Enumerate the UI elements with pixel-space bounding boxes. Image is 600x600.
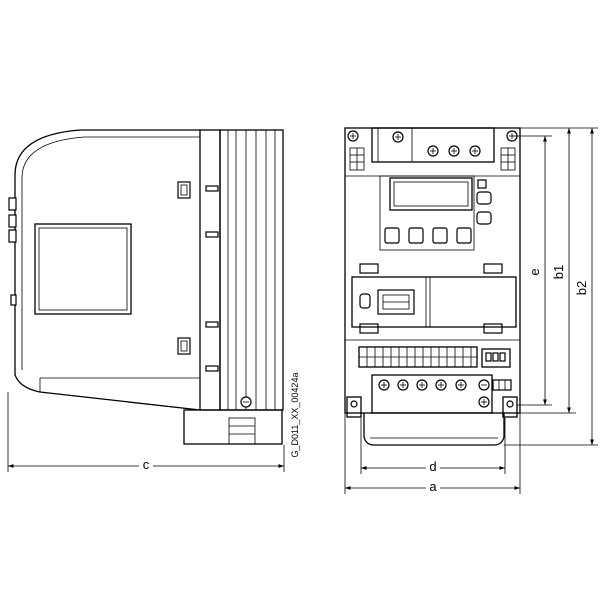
side-connector-2 — [8, 214, 17, 228]
front-top-vent-right — [500, 147, 516, 171]
side-display-window — [34, 223, 132, 315]
panel-key — [456, 227, 472, 244]
operator-panel — [379, 175, 475, 251]
panel-key — [476, 191, 492, 205]
dimension-d-label: d — [429, 459, 436, 474]
terminal-cover — [363, 413, 505, 446]
status-led — [477, 179, 487, 189]
front-view — [344, 127, 521, 446]
control-terminal-strip — [358, 346, 478, 368]
panel-key — [408, 227, 424, 244]
panel-key — [384, 227, 400, 244]
front-bottom-terminal-block — [371, 374, 493, 414]
panel-key — [432, 227, 448, 244]
side-heatsink — [219, 129, 284, 411]
mounting-foot-left — [346, 396, 362, 418]
front-clip — [483, 263, 503, 274]
side-clip-lower — [177, 337, 191, 355]
side-connector-1 — [8, 197, 17, 211]
dimension-b1-label: b1 — [551, 265, 566, 279]
dimension-lines — [7, 127, 598, 494]
panel-key — [476, 211, 492, 225]
dimension-labels: c d a e b1 b2 G_D011_XX_00424a — [139, 265, 589, 494]
dimension-a-label: a — [429, 479, 437, 494]
front-top-vent-left — [349, 147, 365, 171]
front-top-terminal-block — [371, 127, 495, 163]
front-clip — [359, 323, 379, 334]
dimension-c-label: c — [143, 457, 150, 472]
operator-display — [389, 177, 473, 211]
relay-terminal — [481, 348, 511, 368]
side-clip-upper — [177, 181, 191, 199]
dimension-b2-label: b2 — [574, 281, 589, 295]
option-cover — [429, 276, 517, 328]
small-terminal — [492, 379, 512, 391]
front-clip — [359, 263, 379, 274]
side-housing-outline — [14, 129, 201, 411]
dimension-e-label: e — [527, 268, 542, 275]
drawing-reference-code: G_D011_XX_00424a — [290, 373, 300, 458]
front-clip — [483, 323, 503, 334]
side-connector-3 — [8, 229, 17, 243]
side-connector-4 — [10, 294, 17, 306]
option-card-area — [351, 276, 517, 328]
side-view — [8, 129, 284, 445]
mounting-foot-right — [502, 396, 518, 418]
side-terminal-block — [183, 409, 283, 445]
